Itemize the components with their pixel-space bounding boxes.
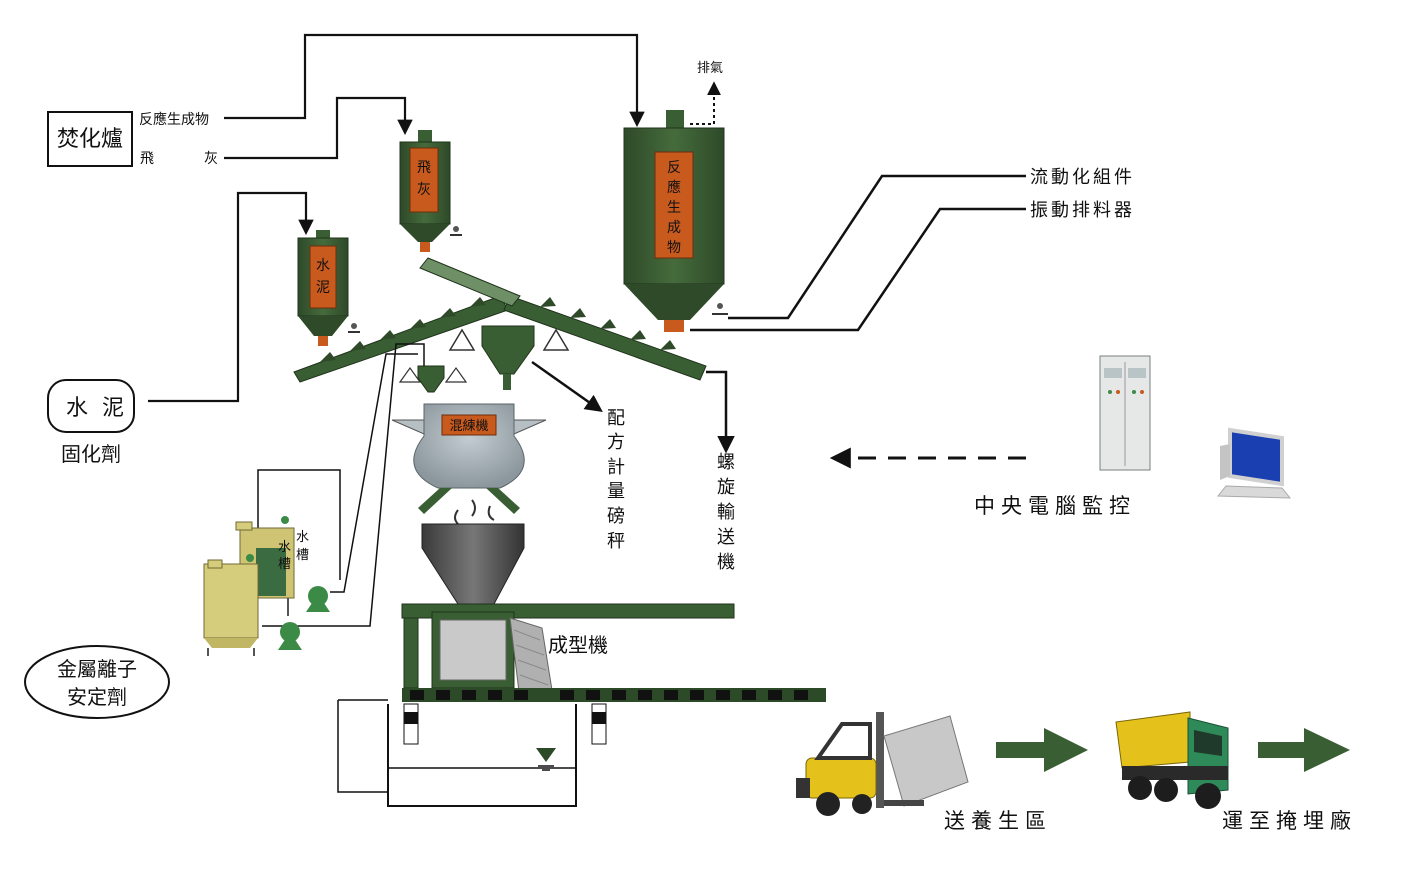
fluidization-line [728, 174, 1026, 320]
cement-label-a: 水 [66, 396, 88, 421]
to-landfill-label: 運至掩埋廠 [1222, 809, 1357, 833]
fluidization-unit-label: 流動化組件 [1030, 167, 1135, 188]
fly-ash-silo: 飛 灰 [399, 130, 462, 252]
reaction-product-feed-line [224, 33, 645, 128]
fly-ash-feed-line [224, 96, 413, 160]
water-tank-label-b1: 水 [296, 530, 309, 545]
pump-icon [278, 622, 302, 650]
batching-scale-hopper [448, 325, 570, 390]
svg-text:方: 方 [607, 432, 625, 453]
exhaust-arrow [690, 81, 721, 125]
water-level-icon [536, 748, 556, 762]
belt-conveyor [402, 688, 826, 745]
vibration-line [690, 207, 1026, 332]
cement-label-b: 泥 [102, 396, 124, 421]
screw-conveyor-label: 螺 旋 輸 送 機 [717, 452, 735, 573]
central-control-label: 中央電腦監控 [974, 494, 1136, 518]
vibration-discharger-label: 振動排料器 [1030, 200, 1135, 221]
reaction-silo-label-1: 反 [667, 160, 681, 176]
cement-feed-line [148, 191, 314, 403]
valve-icon [712, 303, 728, 315]
water-pit [387, 704, 577, 807]
svg-text:螺: 螺 [717, 452, 735, 473]
dump-truck-icon [1115, 711, 1229, 809]
curing-area-label: 送養生區 [944, 809, 1052, 833]
mixer-label: 混練機 [449, 419, 488, 434]
forming-hopper [421, 523, 525, 605]
support-leg [403, 703, 419, 745]
water-tank-label-b2: 槽 [296, 548, 309, 563]
next-step-arrow [1258, 728, 1350, 772]
svg-text:磅: 磅 [607, 506, 625, 527]
forming-machine-label: 成型機 [548, 633, 608, 657]
fly-ash-silo-label-2: 灰 [417, 182, 431, 198]
reaction-product-label: 反應生成物 [139, 111, 209, 128]
fly-ash-label-b: 灰 [204, 151, 218, 167]
liquid-dosing-funnel [398, 365, 468, 393]
cement-silo-label-2: 泥 [316, 280, 330, 296]
reaction-silo-label-4: 成 [667, 220, 681, 236]
next-step-arrow [996, 728, 1088, 772]
reaction-silo-label-3: 生 [667, 200, 681, 216]
svg-text:量: 量 [607, 481, 625, 502]
incinerator-box: 焚化爐 [47, 111, 133, 167]
computer-icon [1216, 427, 1292, 499]
valve-icon [348, 323, 360, 333]
batching-scale-label: 配 方 計 量 磅 秤 [607, 408, 625, 552]
mixer: 混練機 [391, 403, 547, 525]
fly-ash-label-a: 飛 [140, 151, 154, 167]
svg-text:送: 送 [717, 527, 735, 548]
svg-text:秤: 秤 [607, 531, 625, 552]
feed-lines [148, 33, 645, 403]
batching-scale-arrow [531, 360, 603, 413]
water-tanks: 水 槽 水 槽 [203, 516, 309, 656]
pump-icon [306, 586, 330, 612]
metal-stabilizer-line2: 安定劑 [67, 685, 127, 709]
metal-stabilizer-ellipse: 金屬離子 安定劑 [24, 645, 170, 719]
reaction-product-silo: 反 應 生 成 物 [623, 110, 728, 332]
metal-stabilizer-line1: 金屬離子 [57, 657, 137, 681]
svg-text:計: 計 [607, 457, 625, 478]
svg-text:機: 機 [717, 552, 735, 573]
reaction-silo-label-2: 應 [667, 179, 681, 196]
incinerator-label: 焚化爐 [57, 127, 123, 152]
forming-machine [401, 603, 735, 701]
water-tank-label-a1: 水 [278, 540, 291, 555]
svg-text:旋: 旋 [717, 477, 735, 498]
svg-text:輸: 輸 [717, 502, 735, 523]
cement-silo-label-1: 水 [316, 258, 330, 274]
control-cabinet-icon [1099, 355, 1151, 471]
cement-silo: 水 泥 [297, 230, 360, 346]
svg-text:配: 配 [607, 408, 625, 429]
forklift-icon [796, 712, 969, 816]
support-leg [591, 703, 607, 745]
reaction-silo-label-5: 物 [667, 240, 681, 256]
fly-ash-silo-label-1: 飛 [417, 160, 431, 176]
valve-icon [450, 226, 462, 236]
water-tank-label-a2: 槽 [278, 557, 291, 572]
screw-conveyor-arrow [706, 370, 735, 454]
solidifier-label: 固化劑 [61, 442, 121, 466]
exhaust-label: 排氣 [697, 61, 723, 76]
water-piping [257, 343, 425, 793]
screw-conveyors [293, 257, 707, 383]
cement-solidifier-box: 水 泥 [47, 379, 135, 433]
